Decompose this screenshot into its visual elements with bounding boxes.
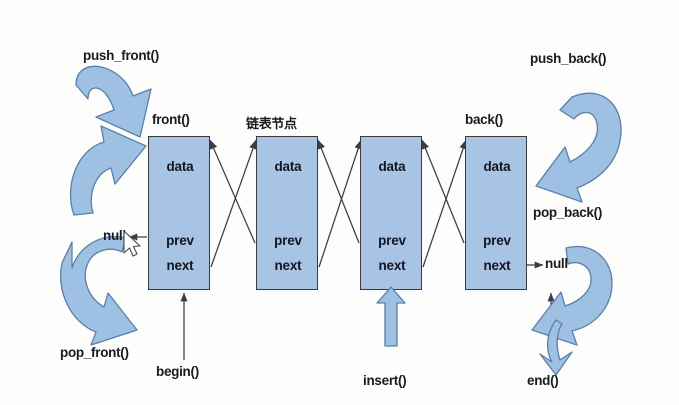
label-insert: insert() (363, 373, 407, 388)
label-pop-front: pop_front() (60, 345, 129, 360)
node-field-prev: prev (483, 233, 511, 248)
label-null-right: null (545, 256, 568, 271)
node-field-prev: prev (274, 233, 302, 248)
pointer-arrows-n1-n2 (209, 139, 257, 268)
pointer-arrows-n2-n3 (317, 139, 362, 268)
list-node-4: data prev next (465, 136, 527, 290)
list-node-1: data prev next (148, 136, 210, 290)
node-field-next: next (166, 258, 194, 273)
pointer-arrows-n3-n4 (421, 139, 467, 268)
label-null-left: null (103, 228, 126, 243)
label-end: end() (527, 373, 559, 388)
push-front-arrow-icon (69, 65, 152, 216)
list-node-3: data prev next (360, 136, 422, 290)
label-front: front() (152, 112, 190, 127)
node-field-prev: prev (378, 233, 406, 248)
node-field-data: data (274, 159, 302, 174)
push-back-arrow-icon (535, 92, 622, 203)
node-field-next: next (274, 258, 302, 273)
label-pop-back: pop_back() (533, 205, 603, 220)
label-node-cjk: 链表节点 (246, 117, 297, 132)
label-push-front: push_front() (83, 48, 159, 63)
label-push-back: push_back() (530, 51, 607, 66)
node-field-data: data (483, 159, 511, 174)
node-field-data: data (166, 159, 194, 174)
label-back: back() (465, 112, 503, 127)
list-node-2: data prev next (256, 136, 318, 290)
mouse-pointer-icon (123, 230, 141, 257)
label-begin: begin() (156, 364, 199, 379)
node-field-data: data (378, 159, 406, 174)
node-field-next: next (483, 258, 511, 273)
node-field-prev: prev (166, 233, 194, 248)
insert-arrow-icon (376, 286, 406, 347)
node-field-next: next (378, 258, 406, 273)
pop-front-arrow-icon (60, 236, 138, 346)
pop-back-arrow-icon (531, 245, 613, 376)
